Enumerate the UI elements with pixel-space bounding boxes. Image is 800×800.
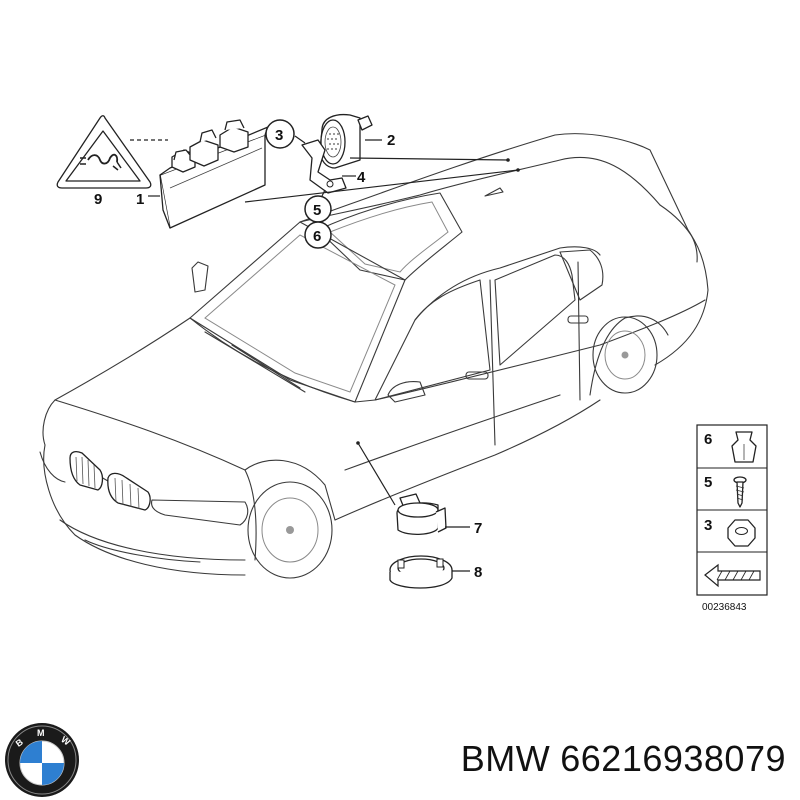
brand-name: BMW [460,738,551,779]
callout-4: 4 [357,169,366,186]
legend-item-6: 6 [704,431,712,448]
part-number: 66216938079 [560,738,786,779]
car-illustration [39,133,709,579]
svg-text:B: B [14,737,25,749]
bmw-logo: B M W [5,723,79,797]
clip-icon [731,431,757,463]
part-7-sensor [396,493,447,535]
callout-6: 6 [313,228,321,245]
callout-labels: 9 1 3 2 4 5 6 7 8 [94,119,482,581]
callout-5: 5 [313,202,321,219]
callout-7: 7 [474,520,482,537]
callout-1: 1 [136,191,144,208]
leader-lines [130,135,520,572]
legend-box: 6 5 3 [696,424,768,613]
callout-2: 2 [387,132,395,149]
part-8-ring [389,555,453,589]
part-1-control-unit [159,119,269,229]
callout-8: 8 [474,564,482,581]
callout-6-circle [304,221,332,249]
nut-icon [727,519,756,547]
legend-item-3: 3 [704,517,712,534]
legend-item-5: 5 [704,474,712,491]
diagram-number: 00236843 [702,602,747,613]
part-4-bracket [301,139,347,194]
screw-icon [733,476,747,508]
arrow-icon [704,563,761,588]
part-9-warning-label [56,115,152,189]
callout-3: 3 [275,127,283,144]
part-2-siren [319,113,373,169]
callout-3-circle [265,119,295,149]
svg-text:M: M [37,728,45,738]
callout-9: 9 [94,191,102,208]
